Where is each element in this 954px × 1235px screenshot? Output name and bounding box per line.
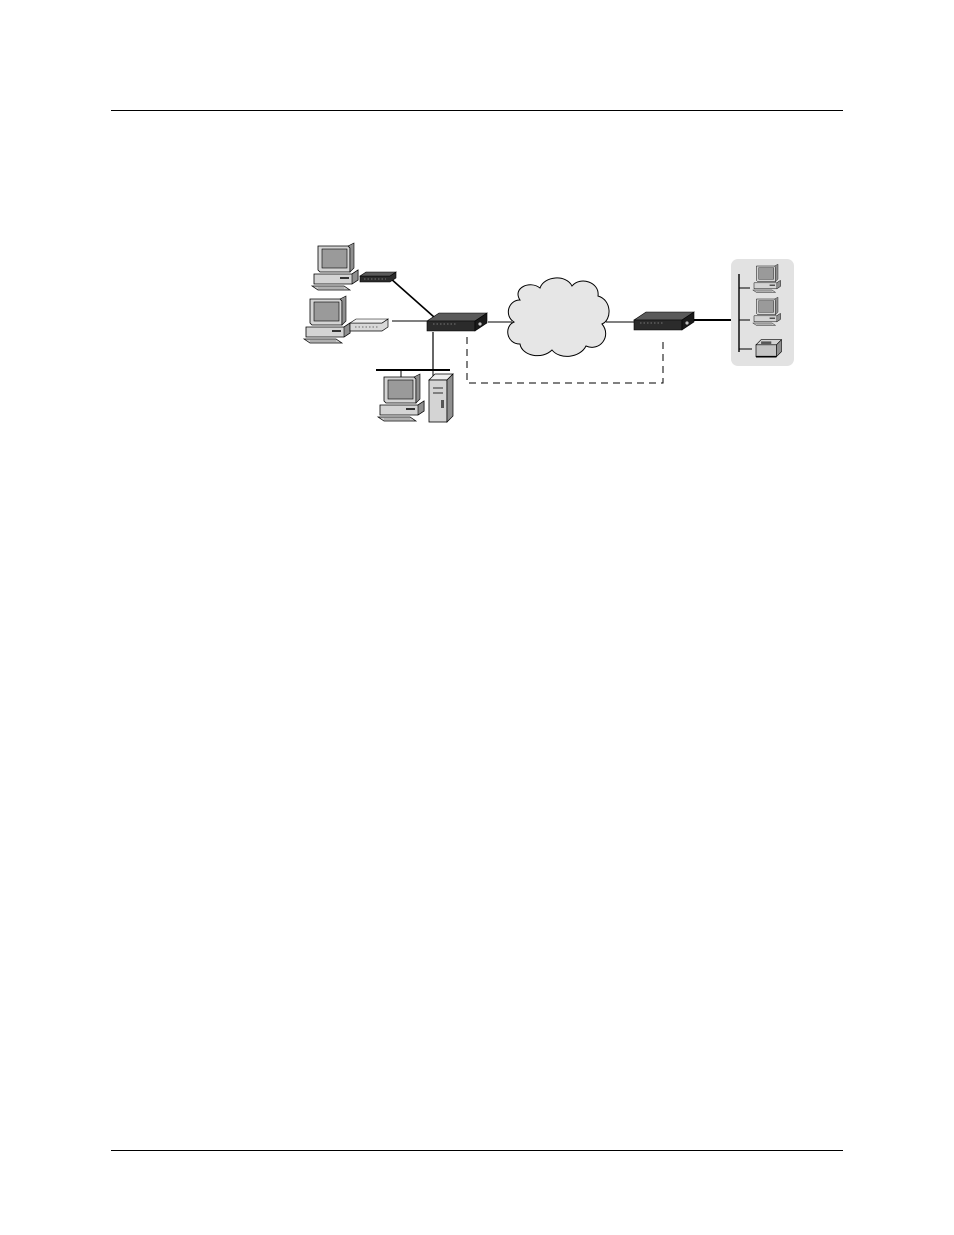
printer-icon xyxy=(756,340,782,357)
remote-lan xyxy=(731,259,794,366)
desktop-computer-icon xyxy=(378,374,424,421)
link-modem-top-router xyxy=(390,278,434,317)
desktop-computer-icon xyxy=(753,264,781,292)
desktop-computer-icon xyxy=(312,243,358,290)
modem-icon xyxy=(350,319,388,331)
tower-server-icon xyxy=(429,374,453,422)
modem-icon xyxy=(360,272,396,282)
desktop-computer-icon xyxy=(753,297,781,325)
router-icon xyxy=(634,312,694,330)
desktop-computer-icon xyxy=(304,296,350,343)
router-icon xyxy=(427,313,487,331)
cloud-icon xyxy=(508,278,609,356)
